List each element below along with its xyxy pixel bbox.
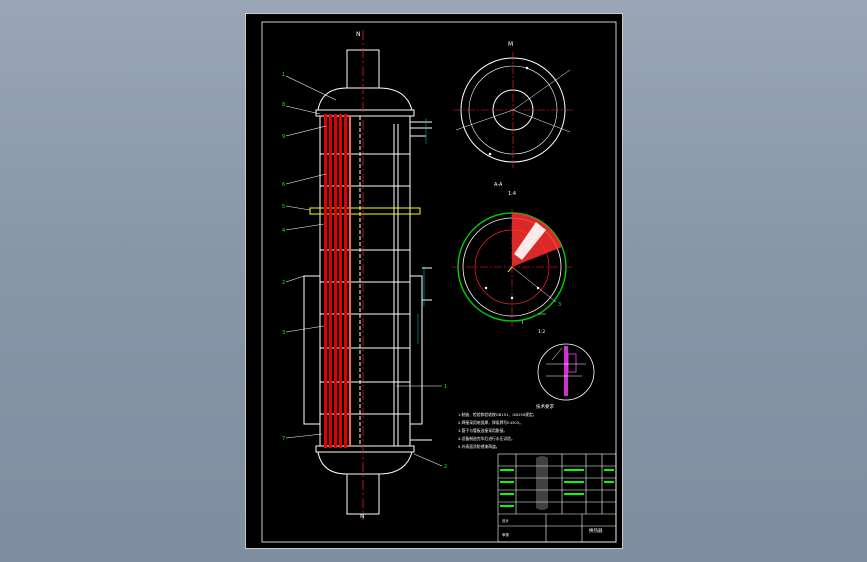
section-subtitle: 1:4 [508,191,516,197]
dimension-lines [417,118,427,344]
support-right [409,275,423,425]
tube-bundle [324,114,351,448]
cad-drawing: N N′ 1 8 9 6 5 4 2 3 7 1 2 [261,21,617,543]
bottom-nozzle-label: N′ [360,513,366,520]
inner-frame [261,21,617,543]
drawing-sheet: N N′ 1 8 9 6 5 4 2 3 7 1 2 [245,13,623,549]
callout-left-9: 7 [282,436,285,442]
top-view-label: M [508,41,513,48]
callout-left-7: 2 [282,280,285,286]
shell [319,115,411,447]
vessel-elevation [303,49,432,515]
section-view: A-A 1:4 3 [452,182,572,326]
support-left [303,275,321,425]
right-callout-labels: 1 2 [444,384,447,470]
note-line: 1.制造、检验和验收按GB151、GB150规定。 [458,412,537,417]
right-leaders [396,385,443,467]
left-callout-labels: 1 8 9 6 5 4 2 3 7 [282,72,285,442]
callout-right-1: 1 [444,384,447,390]
note-line: 4.设备制造完毕后进行水压试验。 [458,436,515,441]
title-block-marks [500,469,614,507]
detail-view: I 1:2 [522,320,595,401]
designer-label: 设计 [502,518,510,523]
note-line: 5.外表面涂防锈漆两道。 [458,444,500,449]
top-head [317,87,413,111]
callout-left-4: 6 [282,182,285,188]
callout-right-2: 2 [444,464,447,470]
detail-subtitle: 1:2 [538,329,545,335]
bottom-head [317,451,413,475]
drawing-title: 换热器 [589,527,603,534]
callout-left-5: 5 [282,204,285,210]
callout-left-3: 9 [282,134,285,140]
callout-left-6: 4 [282,228,285,234]
top-view: M [453,41,573,168]
note-line: 3.管子与管板连接采用胀接。 [458,428,507,433]
left-leaders [285,75,337,439]
notes-heading: 技术要求 [536,403,554,410]
callout-left-1: 1 [282,72,285,78]
note-line: 2.焊接采用电弧焊，焊条牌号E4303。 [458,420,523,425]
callout-left-2: 8 [282,102,285,108]
section-title: A-A [494,182,503,188]
callout-left-8: 3 [282,330,285,336]
top-nozzle-label: N [356,31,361,38]
bottom-nozzle [346,473,380,515]
title-block [497,453,617,543]
expansion-joint [309,207,421,215]
section-callout: 3 [558,302,561,308]
detail-title: I [522,320,523,326]
checker-label: 审核 [502,532,510,537]
technical-notes: 技术要求 1.制造、检验和验收按GB151、GB150规定。 2.焊接采用电弧焊… [458,403,554,449]
